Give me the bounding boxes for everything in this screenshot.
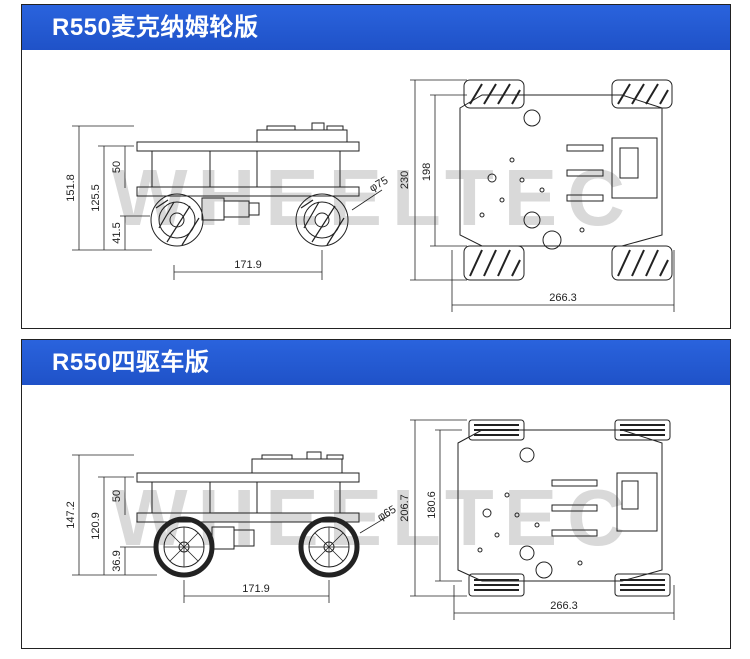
dim-total-height: 147.2 <box>65 501 77 529</box>
dim-wheelbase: 171.9 <box>234 259 262 271</box>
top-view <box>459 79 673 281</box>
mecanum-version-panel: R550麦克纳姆轮版 WHEELTEC <box>21 4 731 329</box>
dim-mid-height: 120.9 <box>90 512 102 540</box>
bottom-deck <box>136 512 360 523</box>
wheel-fr <box>611 79 673 109</box>
mecanum-wheel-front <box>150 193 204 247</box>
dim-lower-height: 41.5 <box>111 222 123 243</box>
side-dimension-lines <box>72 125 383 280</box>
top-view <box>457 419 671 597</box>
driver-board <box>611 137 658 199</box>
panel-body: WHEELTEC <box>22 385 730 648</box>
dim-length: 266.3 <box>549 292 577 304</box>
4wd-drawing: WHEELTEC <box>65 419 675 620</box>
controller-board <box>256 129 348 143</box>
chassis-plate <box>459 94 663 247</box>
wheel-rr <box>614 573 671 597</box>
dim-width-outer: 230 <box>399 171 411 189</box>
dim-width-inner: 198 <box>421 163 433 181</box>
wheel-rear <box>298 516 360 578</box>
wheel-rl <box>463 245 525 281</box>
side-view <box>136 122 360 247</box>
mecanum-drawing: WHEELTEC <box>65 79 675 312</box>
dim-upper-height: 50 <box>111 490 123 502</box>
panel-body: WHEELTEC <box>22 50 730 328</box>
chassis-plate <box>457 429 663 582</box>
top-deck <box>136 141 360 152</box>
dim-width-outer: 206.7 <box>399 494 411 522</box>
side-dimension-lines <box>72 454 391 603</box>
panel-title: R550四驱车版 <box>22 340 730 385</box>
top-deck <box>136 472 360 483</box>
dim-width-inner: 180.6 <box>426 491 438 519</box>
side-view <box>136 451 360 578</box>
4wd-version-panel: R550四驱车版 WHEELTEC <box>21 339 731 649</box>
panel-title: R550麦克纳姆轮版 <box>22 5 730 50</box>
driver-board <box>616 472 658 532</box>
dim-length: 266.3 <box>550 600 578 612</box>
mecanum-wheel-rear <box>295 193 349 247</box>
wheel-rr <box>611 245 673 281</box>
watermark: WHEELTEC <box>112 153 635 242</box>
dim-lower-height: 36.9 <box>111 550 123 571</box>
top-dimension-lines <box>410 419 675 620</box>
wheel-fl <box>468 419 525 441</box>
bottom-deck <box>136 186 360 197</box>
wheel-fr <box>614 419 671 441</box>
wheel-rl <box>468 573 525 597</box>
wheel-fl <box>463 79 525 109</box>
top-dimension-lines <box>410 79 675 312</box>
dim-upper-height: 50 <box>111 161 123 173</box>
dim-total-height: 151.8 <box>65 174 77 202</box>
controller-board <box>251 458 343 474</box>
dim-wheelbase: 171.9 <box>242 583 270 595</box>
dim-mid-height: 125.5 <box>90 184 102 212</box>
